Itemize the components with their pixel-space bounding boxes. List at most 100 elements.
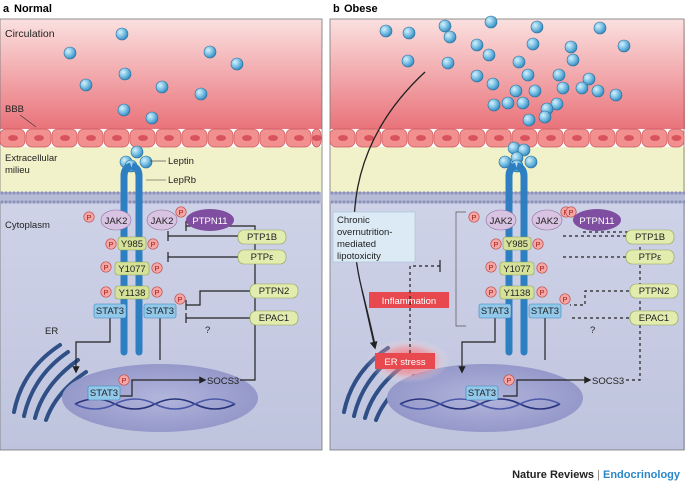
bbb-cell-nucleus bbox=[390, 135, 400, 141]
chronic-line-3: mediated bbox=[337, 239, 376, 250]
lipid-head bbox=[100, 191, 104, 195]
lipid-head bbox=[304, 200, 308, 204]
lipid-head bbox=[358, 200, 362, 204]
lipid-head bbox=[300, 191, 304, 195]
phospho-label: P bbox=[562, 295, 567, 304]
lipid-head bbox=[682, 191, 685, 195]
lipid-head bbox=[216, 200, 220, 204]
lipid-head bbox=[72, 200, 76, 204]
lipid-head bbox=[212, 200, 216, 204]
lipid-head bbox=[132, 200, 136, 204]
lipid-head bbox=[550, 191, 554, 195]
lipid-head bbox=[216, 191, 220, 195]
lipid-head bbox=[642, 200, 646, 204]
stat3-nucleus-label: STAT3 bbox=[90, 388, 118, 399]
lipid-head bbox=[402, 200, 406, 204]
leptin-molecule bbox=[443, 30, 457, 44]
lipid-head bbox=[228, 200, 232, 204]
lipid-head bbox=[96, 191, 100, 195]
lipid-head bbox=[192, 191, 196, 195]
lipid-head bbox=[208, 200, 212, 204]
lipid-head bbox=[454, 191, 458, 195]
lipid-head bbox=[666, 200, 670, 204]
lipid-head bbox=[562, 200, 566, 204]
lipid-head bbox=[670, 191, 674, 195]
lipid-head bbox=[674, 200, 678, 204]
y1138-residue bbox=[114, 285, 150, 300]
lipid-head bbox=[442, 191, 446, 195]
lipid-head bbox=[502, 191, 506, 195]
bbb-cell-nucleus bbox=[598, 135, 608, 141]
lipid-head bbox=[582, 200, 586, 204]
lipid-head bbox=[260, 200, 264, 204]
phospho-circle bbox=[174, 293, 186, 305]
lipid-head bbox=[272, 191, 276, 195]
ptpn2-label-b: PTPN2 bbox=[639, 286, 670, 297]
ptp1b-box bbox=[237, 229, 287, 245]
lipid-head bbox=[654, 191, 658, 195]
lipid-head bbox=[418, 200, 422, 204]
lipid-head bbox=[116, 191, 120, 195]
panel-b-frame bbox=[329, 18, 685, 451]
lipid-head bbox=[284, 200, 288, 204]
lipid-head bbox=[180, 200, 184, 204]
lipid-head bbox=[276, 191, 280, 195]
lipid-head bbox=[8, 191, 12, 195]
lipid-head bbox=[458, 191, 462, 195]
lipid-head bbox=[634, 191, 638, 195]
y985-label: Y985 bbox=[121, 239, 143, 250]
lipid-head bbox=[32, 191, 36, 195]
lipid-head bbox=[534, 200, 538, 204]
lipid-head bbox=[490, 200, 494, 204]
phospho-label: P bbox=[108, 240, 113, 249]
inflammation-inhibition bbox=[409, 265, 440, 353]
jak2-left bbox=[100, 209, 132, 231]
lipid-head bbox=[386, 200, 390, 204]
leptin-molecule bbox=[402, 26, 416, 40]
lipid-head bbox=[84, 191, 88, 195]
leptin-molecule bbox=[522, 113, 536, 127]
lipid-head bbox=[308, 191, 312, 195]
lipid-head bbox=[40, 200, 44, 204]
ptpn11-label-b: PTPN11 bbox=[579, 216, 614, 227]
phospho-label: P bbox=[506, 376, 511, 385]
lipid-head bbox=[160, 191, 164, 195]
lipid-head bbox=[20, 200, 24, 204]
lipid-head bbox=[614, 200, 618, 204]
jak2-left-b bbox=[485, 209, 517, 231]
lipid-head bbox=[76, 191, 80, 195]
lipid-head bbox=[188, 200, 192, 204]
socs3-label: SOCS3 bbox=[207, 376, 239, 387]
lipid-head bbox=[366, 191, 370, 195]
phospho-circle bbox=[118, 374, 130, 386]
ptpe-box-b bbox=[625, 249, 675, 265]
bbb-cell-nucleus bbox=[671, 135, 682, 141]
leptin-molecules-b bbox=[379, 15, 631, 173]
ptp1b-label-b: PTP1B bbox=[635, 232, 665, 243]
leptin-molecule bbox=[516, 96, 530, 110]
bbb-cell-nucleus bbox=[242, 135, 252, 141]
lipid-head bbox=[244, 200, 248, 204]
lipid-head bbox=[430, 191, 434, 195]
question-mark-a: ? bbox=[205, 325, 210, 336]
lipid-head bbox=[554, 200, 558, 204]
bbb-cell-nucleus bbox=[112, 135, 122, 141]
leptin-molecule bbox=[139, 155, 153, 169]
leptin-molecule bbox=[566, 53, 580, 67]
bbb-cell-nucleus bbox=[8, 135, 18, 141]
lipid-head bbox=[112, 200, 116, 204]
nucleus bbox=[62, 364, 258, 432]
y985-residue bbox=[117, 236, 147, 251]
ptpe-box bbox=[237, 249, 287, 265]
leptin-molecule bbox=[552, 68, 566, 82]
lipid-head bbox=[422, 191, 426, 195]
lipid-head bbox=[678, 200, 682, 204]
extracellular-label-line2: milieu bbox=[5, 165, 30, 176]
phospho-circle bbox=[83, 211, 95, 223]
lipid-head bbox=[618, 191, 622, 195]
jak2-right-b bbox=[531, 209, 563, 231]
lipid-head bbox=[96, 200, 100, 204]
bbb-cell-nucleus bbox=[190, 135, 200, 141]
bbb-cell-nucleus bbox=[60, 135, 70, 141]
leptin-molecule bbox=[194, 87, 208, 101]
